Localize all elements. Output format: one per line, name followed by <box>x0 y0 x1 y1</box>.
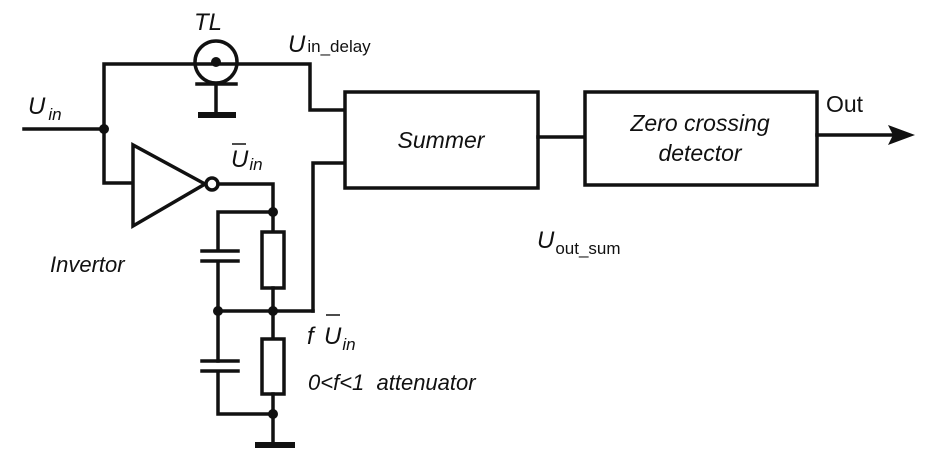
summer-block <box>343 90 540 190</box>
f-u-in-bar-label: f Uin <box>307 314 356 354</box>
svg-text:f: f <box>307 323 316 350</box>
attenuator-label: 0<f<1 attenuator <box>308 370 477 395</box>
resistor-icon <box>260 230 286 290</box>
cap1-wire-top <box>216 210 275 252</box>
summer-label: Summer <box>398 127 486 153</box>
attenuated-path-wire <box>311 161 347 313</box>
tl-label: TL <box>194 9 222 36</box>
zcd-label-line1: Zero crossing <box>629 110 770 136</box>
inverter-input-wire <box>102 127 134 185</box>
u-in-bar-label: Uin <box>231 143 263 174</box>
inverter-output-wire <box>216 182 275 214</box>
zero-crossing-detector-block <box>583 90 819 187</box>
capacitor-icon <box>200 359 240 373</box>
u-out-sum-label: Uout_sum <box>537 227 621 258</box>
cap2-wire-bottom <box>216 370 275 416</box>
invertor-label: Invertor <box>50 252 126 277</box>
capacitor-icon <box>200 249 240 263</box>
resistor-icon <box>260 337 286 396</box>
svg-text:Uin: Uin <box>231 146 263 174</box>
transmission-line-icon <box>193 39 239 118</box>
zcd-label-line2: detector <box>658 140 742 166</box>
inverter-icon <box>131 142 220 230</box>
svg-text:Uin: Uin <box>324 323 356 354</box>
output-arrow-icon <box>888 125 915 145</box>
out-label: Out <box>826 91 864 117</box>
junction-bottom <box>268 409 278 419</box>
delay-path-wire <box>102 62 347 131</box>
